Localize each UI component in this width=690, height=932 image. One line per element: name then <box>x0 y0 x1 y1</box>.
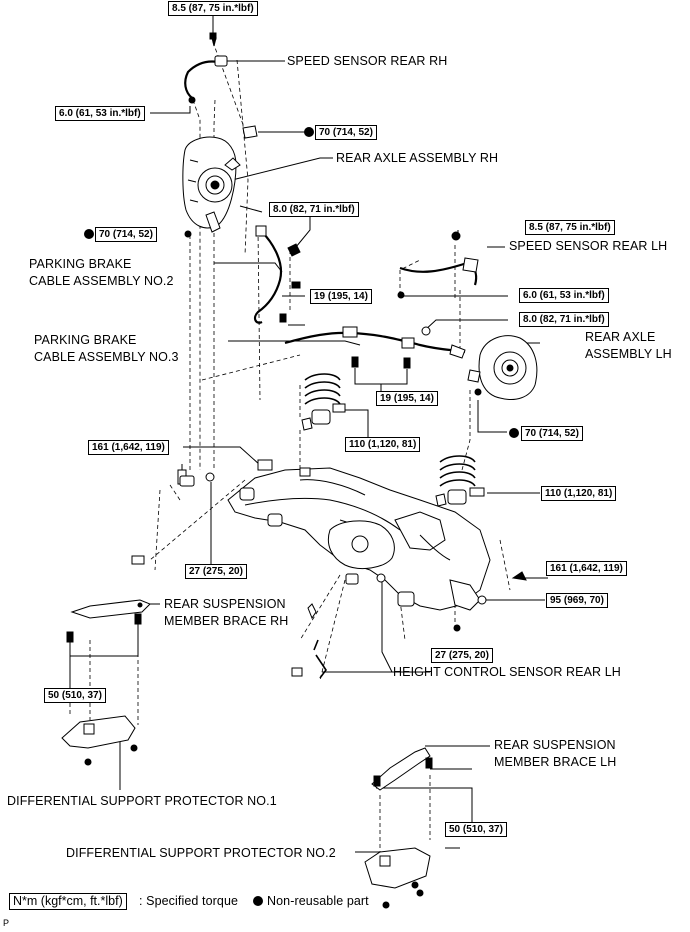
torque-cable-rh-clamp: 19 (195, 14) <box>310 289 372 304</box>
torque-speed-sensor-lh-clamp: 6.0 (61, 53 in.*lbf) <box>519 288 609 303</box>
legend-non-reusable-dot <box>253 896 263 906</box>
torque-axle-nut-rh: 70 (714, 52) <box>315 125 377 140</box>
torque-cable-rh-bracket: 8.0 (82, 71 in.*lbf) <box>269 202 359 217</box>
label-rear-axle-assembly-rh: REAR AXLE ASSEMBLY RH <box>336 151 499 165</box>
torque-stabilizer-left: 27 (275, 20) <box>185 564 247 579</box>
label-rear-suspension-member-brace-rh-line1: REAR SUSPENSION <box>164 597 286 611</box>
torque-cable-no3-clamp: 19 (195, 14) <box>376 391 438 406</box>
torque-member-front-right: 161 (1,642, 119) <box>546 561 627 576</box>
footer-code: P <box>3 918 10 928</box>
torque-brace-rh: 50 (510, 37) <box>44 688 106 703</box>
torque-member-front-left: 161 (1,642, 119) <box>88 440 169 455</box>
legend-torque-box: N*m (kgf*cm, ft.*lbf) <box>9 893 127 910</box>
label-speed-sensor-rear-lh: SPEED SENSOR REAR LH <box>509 239 668 253</box>
label-rear-axle-assembly-lh-line1: REAR AXLE <box>585 330 656 344</box>
label-height-control-sensor-rear-lh: HEIGHT CONTROL SENSOR REAR LH <box>393 665 621 679</box>
torque-stabilizer-right: 27 (275, 20) <box>431 648 493 663</box>
non-reusable-marker-70-top <box>304 127 314 137</box>
label-rear-suspension-member-brace-rh-line2: MEMBER BRACE RH <box>164 614 289 628</box>
torque-speed-sensor-lh-bolt: 8.5 (87, 75 in.*lbf) <box>525 220 615 235</box>
non-reusable-marker-70-left <box>84 229 94 239</box>
label-parking-brake-cable-no3-line1: PARKING BRAKE <box>34 333 137 347</box>
label-speed-sensor-rear-rh: SPEED SENSOR REAR RH <box>287 54 448 68</box>
label-rear-axle-assembly-lh-line2: ASSEMBLY LH <box>585 347 672 361</box>
label-rear-suspension-member-brace-lh-line2: MEMBER BRACE LH <box>494 755 617 769</box>
torque-speed-sensor-rh-bolt: 8.5 (87, 75 in.*lbf) <box>168 1 258 16</box>
label-differential-support-protector-no1: DIFFERENTIAL SUPPORT PROTECTOR NO.1 <box>7 794 277 808</box>
label-parking-brake-cable-no2-line2: CABLE ASSEMBLY NO.2 <box>29 274 174 288</box>
label-rear-suspension-member-brace-lh-line1: REAR SUSPENSION <box>494 738 616 752</box>
torque-axle-nut-lh: 70 (714, 52) <box>521 426 583 441</box>
label-differential-support-protector-no2: DIFFERENTIAL SUPPORT PROTECTOR NO.2 <box>66 846 336 860</box>
legend-non-reusable-text: Non-reusable part <box>267 894 369 908</box>
torque-cable-lh-bracket: 8.0 (82, 71 in.*lbf) <box>519 312 609 327</box>
torque-axle-rh-lower: 70 (714, 52) <box>95 227 157 242</box>
torque-brace-lh: 50 (510, 37) <box>445 822 507 837</box>
non-reusable-marker-70-lh <box>509 428 519 438</box>
torque-speed-sensor-rh-clamp: 6.0 (61, 53 in.*lbf) <box>55 106 145 121</box>
label-parking-brake-cable-no3-line2: CABLE ASSEMBLY NO.3 <box>34 350 179 364</box>
torque-shock-upper: 110 (1,120, 81) <box>345 437 421 452</box>
torque-shock-lower: 110 (1,120, 81) <box>541 486 617 501</box>
label-parking-brake-cable-no2-line1: PARKING BRAKE <box>29 257 132 271</box>
legend-torque-text: : Specified torque <box>139 894 239 908</box>
torque-lower-arm: 95 (969, 70) <box>546 593 608 608</box>
